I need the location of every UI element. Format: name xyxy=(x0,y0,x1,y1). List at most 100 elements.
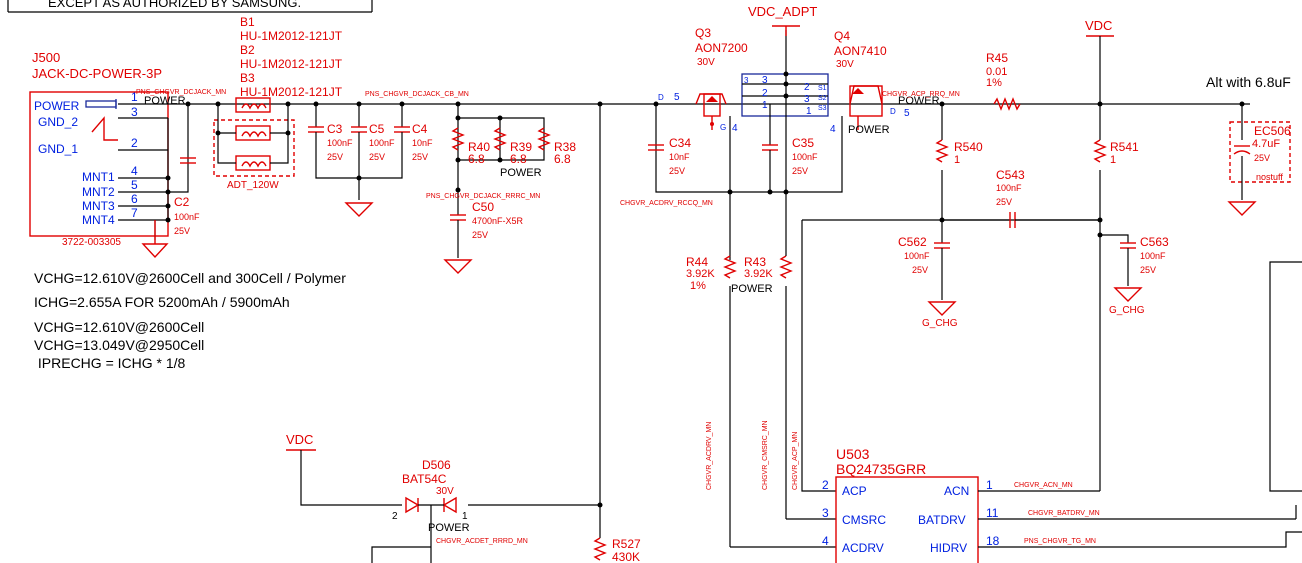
r540-val: 1 xyxy=(954,154,960,166)
b3-part: HU-1M2012-121JT xyxy=(240,85,343,99)
resistor-r45[interactable]: R45 0.01 1% xyxy=(986,51,1021,111)
bead-group[interactable]: B1 HU-1M2012-121JT B2 HU-1M2012-121JT B3… xyxy=(213,15,343,191)
power-label-2: POWER xyxy=(500,167,542,179)
u503-part: BQ24735GRR xyxy=(836,461,926,477)
pin-name-power: POWER xyxy=(34,99,80,113)
g-chg-label-2: G_CHG xyxy=(1109,305,1145,316)
d506-pin-1: 1 xyxy=(462,511,468,522)
pin-num-5: 5 xyxy=(131,178,138,192)
s-label-s3: S3 xyxy=(818,105,827,112)
c563-ref: C563 xyxy=(1140,235,1169,249)
q3-pin4: 4 xyxy=(732,123,738,134)
j500-ref: J500 xyxy=(32,50,60,65)
pin-num-4: 4 xyxy=(131,164,138,178)
s-pin-2b: 2 xyxy=(762,88,768,99)
c3-val: 100nF xyxy=(327,138,353,148)
r44-val: 3.92K xyxy=(686,268,715,280)
b3-ref: B3 xyxy=(240,71,255,85)
cap-c543[interactable]: C543 100nF 25V xyxy=(942,168,1100,228)
pin-num-6: 6 xyxy=(131,192,138,206)
pin-name-mnt4: MNT4 xyxy=(82,213,115,227)
vdc-adpt-symbol: VDC_ADPT xyxy=(748,4,817,36)
c5-val: 100nF xyxy=(369,138,395,148)
pin-name-gnd1: GND_1 xyxy=(38,142,78,156)
u503-pin-batdrv: BATDRV xyxy=(918,513,966,527)
vdc-adpt-label: VDC_ADPT xyxy=(748,4,817,19)
b2-part: HU-1M2012-121JT xyxy=(240,57,343,71)
c4-ref: C4 xyxy=(412,122,428,136)
vdc-label-top: VDC xyxy=(1085,18,1112,33)
r39-ref: R39 xyxy=(510,140,532,154)
s-label-s1: S1 xyxy=(818,85,827,92)
cap-ec506[interactable]: EC506 4.7uF 25V nostuff xyxy=(1229,121,1291,183)
net-acn: CHGVR_ACN_MN xyxy=(1014,482,1073,489)
resistor-r43[interactable]: R43 3.92K xyxy=(744,255,793,280)
q3-g-label: G xyxy=(720,123,726,132)
resistor-r38[interactable]: R38 6.8 xyxy=(537,127,576,166)
resistor-r44[interactable]: R44 3.92K 1% xyxy=(686,255,737,292)
cap-c34[interactable]: C34 10nF 25V xyxy=(648,136,691,176)
r39-val: 6.8 xyxy=(510,152,527,166)
resistor-r40[interactable]: R40 6.8 xyxy=(451,127,490,166)
note-3: VCHG=12.610V@2600Cell xyxy=(34,319,204,335)
q3-volt: 30V xyxy=(697,57,715,68)
resistor-r541[interactable]: R541 1 xyxy=(1093,139,1139,166)
vdc-label-bottom: VDC xyxy=(286,432,313,447)
u503-pin-hidrv: HIDRV xyxy=(930,541,967,555)
net-acp-rrq: CHGVR_ACP_RRQ_MN xyxy=(882,91,960,98)
c543-volt: 25V xyxy=(996,197,1012,207)
pin-name-mnt2: MNT2 xyxy=(82,185,115,199)
r45-val: 0.01 xyxy=(986,66,1007,78)
cap-c35[interactable]: C35 100nF 25V xyxy=(762,104,818,192)
resistor-r540[interactable]: R540 1 xyxy=(935,139,983,166)
cap-c3[interactable]: C3 100nF 25V xyxy=(308,104,353,162)
note-2: ICHG=2.655A FOR 5200mAh / 5900mAh xyxy=(34,294,290,310)
d506-pin-2: 2 xyxy=(392,511,398,522)
diode-d506[interactable]: D506 BAT54C 30V 2 1 POWER xyxy=(392,458,470,563)
c543-val: 100nF xyxy=(996,183,1022,193)
ic-u503[interactable]: U503 BQ24735GRR 2 ACP 3 CMSRC 4 ACDRV AC… xyxy=(822,446,1000,563)
c50-val: 4700nF-X5R xyxy=(472,216,524,226)
net-cmsrc: CHGVR_CMSRC_MN xyxy=(762,420,769,490)
c4-volt: 25V xyxy=(412,152,428,162)
mosfet-q3[interactable]: Q3 AON7200 30V D 5 G 4 xyxy=(658,26,748,134)
cap-c5[interactable]: C5 100nF 25V xyxy=(351,104,395,162)
c2-val: 100nF xyxy=(174,212,200,222)
u503-pin-2: 2 xyxy=(822,478,829,492)
note-5: IPRECHG = ICHG * 1/8 xyxy=(34,355,186,371)
r44-ref: R44 xyxy=(686,255,708,269)
mosfet-q4[interactable]: Q4 AON7410 30V POWER D 5 4 xyxy=(830,29,910,136)
resistor-r527[interactable]: R527 430K xyxy=(593,537,641,563)
c562-volt: 25V xyxy=(912,265,928,275)
u503-pin-1: 1 xyxy=(986,478,993,492)
ec506-ref: EC506 xyxy=(1254,124,1291,138)
power-label-q4: POWER xyxy=(848,124,890,136)
r540-ref: R540 xyxy=(954,140,983,154)
r40-val: 6.8 xyxy=(468,152,485,166)
c35-val: 100nF xyxy=(792,152,818,162)
alt-note: Alt with 6.8uF xyxy=(1206,74,1291,90)
r527-val: 430K xyxy=(612,550,640,563)
c35-ref: C35 xyxy=(792,136,814,150)
resistor-r39[interactable]: R39 6.8 xyxy=(493,127,532,166)
u503-pin-18: 18 xyxy=(986,534,1000,548)
q4-pin4: 4 xyxy=(830,124,836,135)
r43-ref: R43 xyxy=(744,255,766,269)
cap-c4[interactable]: C4 10nF 25V xyxy=(394,104,433,162)
ground-symbol-ec506 xyxy=(1227,201,1257,216)
d506-part: BAT54C xyxy=(402,472,447,486)
connector-j500[interactable]: J500 JACK-DC-POWER-3P POWER GND_2 GND_1 … xyxy=(29,50,169,248)
u503-pin-4: 4 xyxy=(822,534,829,548)
cap-c563[interactable]: C563 100nF 25V xyxy=(1100,234,1169,286)
cap-c50[interactable]: C50 4700nF-X5R 25V xyxy=(450,200,524,240)
net-acdet: CHGVR_ACDET_RRRD_MN xyxy=(436,538,528,545)
r527-ref: R527 xyxy=(612,537,641,551)
cap-c2[interactable]: C2 100nF 25V xyxy=(174,157,200,236)
net-dcjack-cb: PNS_CHGVR_DCJACK_CB_MN xyxy=(365,91,469,98)
net-dcjack-mn: PNS_CHGVR_DCJACK_MN xyxy=(136,89,226,96)
vdc-symbol-top: VDC xyxy=(1085,18,1114,104)
cap-c562[interactable]: C562 100nF 25V xyxy=(898,235,950,300)
c2-ref: C2 xyxy=(174,195,190,209)
s-pin-2c: 2 xyxy=(804,82,810,93)
pin-num-1: 1 xyxy=(131,90,138,104)
